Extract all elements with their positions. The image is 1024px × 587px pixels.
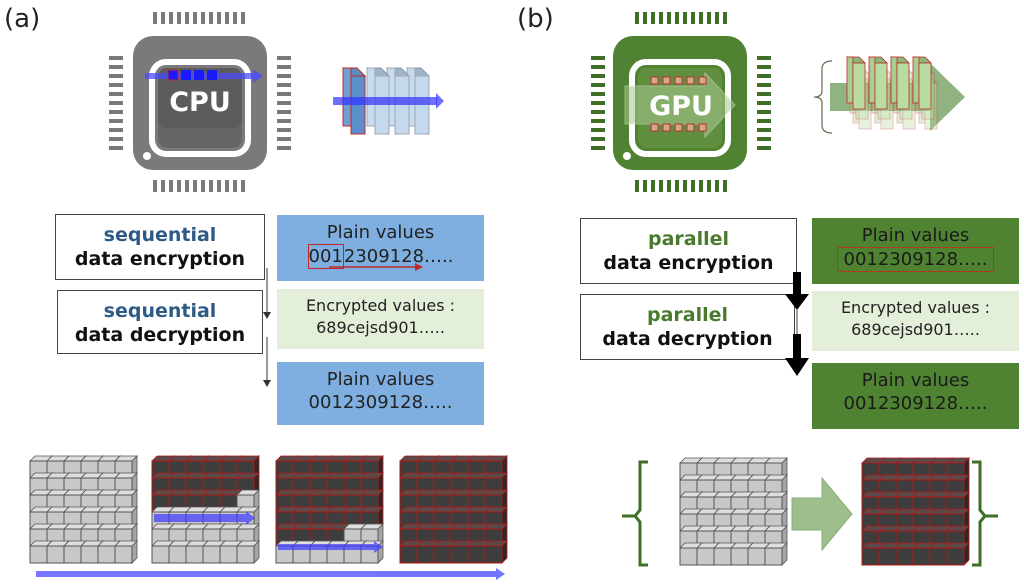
encrypted-values-box: Encrypted values : 689cejsd901….. [812, 291, 1019, 351]
cpu-top-pins [153, 12, 245, 24]
parallel-block [846, 56, 866, 110]
step-text: data decryption [602, 328, 773, 350]
step-box-parallel-decryption: parallel data decryption [580, 294, 795, 360]
value-rest: 2309128….. [343, 246, 454, 267]
step-text: data decryption [74, 324, 246, 346]
plain-cube [764, 542, 788, 566]
value-title: Plain values [326, 222, 435, 243]
red-progress-arrow [329, 263, 423, 271]
row-progress-arrow [278, 541, 383, 553]
step-box-sequential-decryption: sequential data decryption [57, 290, 263, 354]
step-box-sequential-encryption: sequential data encryption [55, 214, 265, 280]
highlighted-value: 0012309128….. [836, 247, 995, 272]
value-text: 689cejsd901….. [851, 320, 980, 339]
cube-grid-unprocessed [679, 457, 788, 566]
cpu-bottom-pins [153, 180, 245, 192]
left-brace-icon [813, 60, 833, 134]
parallel-block [912, 56, 932, 110]
gpu-bottom-pins [635, 180, 727, 192]
value-title: Encrypted values : [840, 298, 991, 317]
cpu-right-pins [277, 56, 291, 150]
value-text: 0012309128….. [308, 392, 453, 413]
arrow-down-icon [263, 312, 271, 319]
value-title: Plain values [861, 370, 970, 391]
arrow-down-icon [785, 294, 809, 310]
parallel-flow-arrows [785, 272, 809, 376]
parallel-block [890, 56, 910, 110]
transform-arrow-icon [791, 476, 853, 552]
left-bracket-icon [622, 460, 648, 567]
step-keyword: sequential [103, 224, 217, 246]
plain-cube [114, 540, 138, 564]
cpu-chip-icon: CPU [109, 12, 291, 192]
gpu-chip-icon: GPU [591, 12, 771, 192]
gpu-label: GPU [649, 91, 713, 122]
cpu-left-pins [109, 56, 123, 150]
right-bracket-icon [972, 460, 998, 567]
sequential-cube-grids [29, 455, 508, 580]
encrypted-cube [946, 525, 970, 549]
sequential-blocks-icon [333, 67, 444, 135]
value-title: Encrypted values : [305, 296, 456, 315]
value-text: 0012309128….. [843, 393, 988, 414]
plain-cube [236, 540, 260, 564]
arrow-down-icon [785, 358, 809, 376]
step-keyword: parallel [647, 228, 730, 250]
overall-progress-arrow [36, 568, 505, 580]
panel-a-label: (a) [4, 4, 41, 34]
decrypted-plain-values-box: Plain values 0012309128….. [812, 363, 1019, 429]
gpu-right-pins [757, 56, 771, 150]
parallel-blocks-icon [813, 56, 965, 134]
cube-grid-done [861, 457, 970, 566]
value-title: Plain values [326, 369, 435, 390]
cube-grid-in-progress [151, 455, 260, 564]
gpu-cores-top [650, 76, 707, 85]
panel-b-label: (b) [517, 4, 554, 34]
cube-grid-done [399, 455, 508, 564]
plain-values-box: Plain values 0012309128….. [277, 215, 484, 281]
step-text: data encryption [74, 248, 246, 270]
encrypted-values-box: Encrypted values : 689cejsd901….. [277, 289, 484, 349]
cpu-label: CPU [169, 87, 231, 118]
parallel-block [868, 56, 888, 110]
plain-values-box: Plain values 0012309128….. [812, 218, 1019, 284]
gpu-left-pins [591, 56, 605, 150]
step-keyword: sequential [103, 300, 217, 322]
arrow-down-icon [263, 380, 271, 387]
decrypted-plain-values-box: Plain values 0012309128….. [277, 362, 484, 425]
step-box-parallel-encryption: parallel data encryption [580, 218, 797, 284]
step-text: data encryption [603, 252, 774, 274]
step-keyword: parallel [646, 304, 729, 326]
value-title: Plain values [861, 225, 970, 246]
highlighted-chunk: 001 [307, 244, 344, 269]
value-text: 689cejsd901….. [316, 318, 445, 337]
parallel-cube-grids [622, 457, 998, 567]
gpu-top-pins [635, 12, 727, 24]
row-progress-arrow [154, 511, 255, 525]
cube-grid-unprocessed [29, 455, 138, 564]
gpu-cores-bottom [650, 123, 707, 132]
sequential-flow-arrows [263, 268, 271, 387]
encrypted-cube [946, 542, 970, 566]
encrypted-cube [484, 540, 508, 564]
